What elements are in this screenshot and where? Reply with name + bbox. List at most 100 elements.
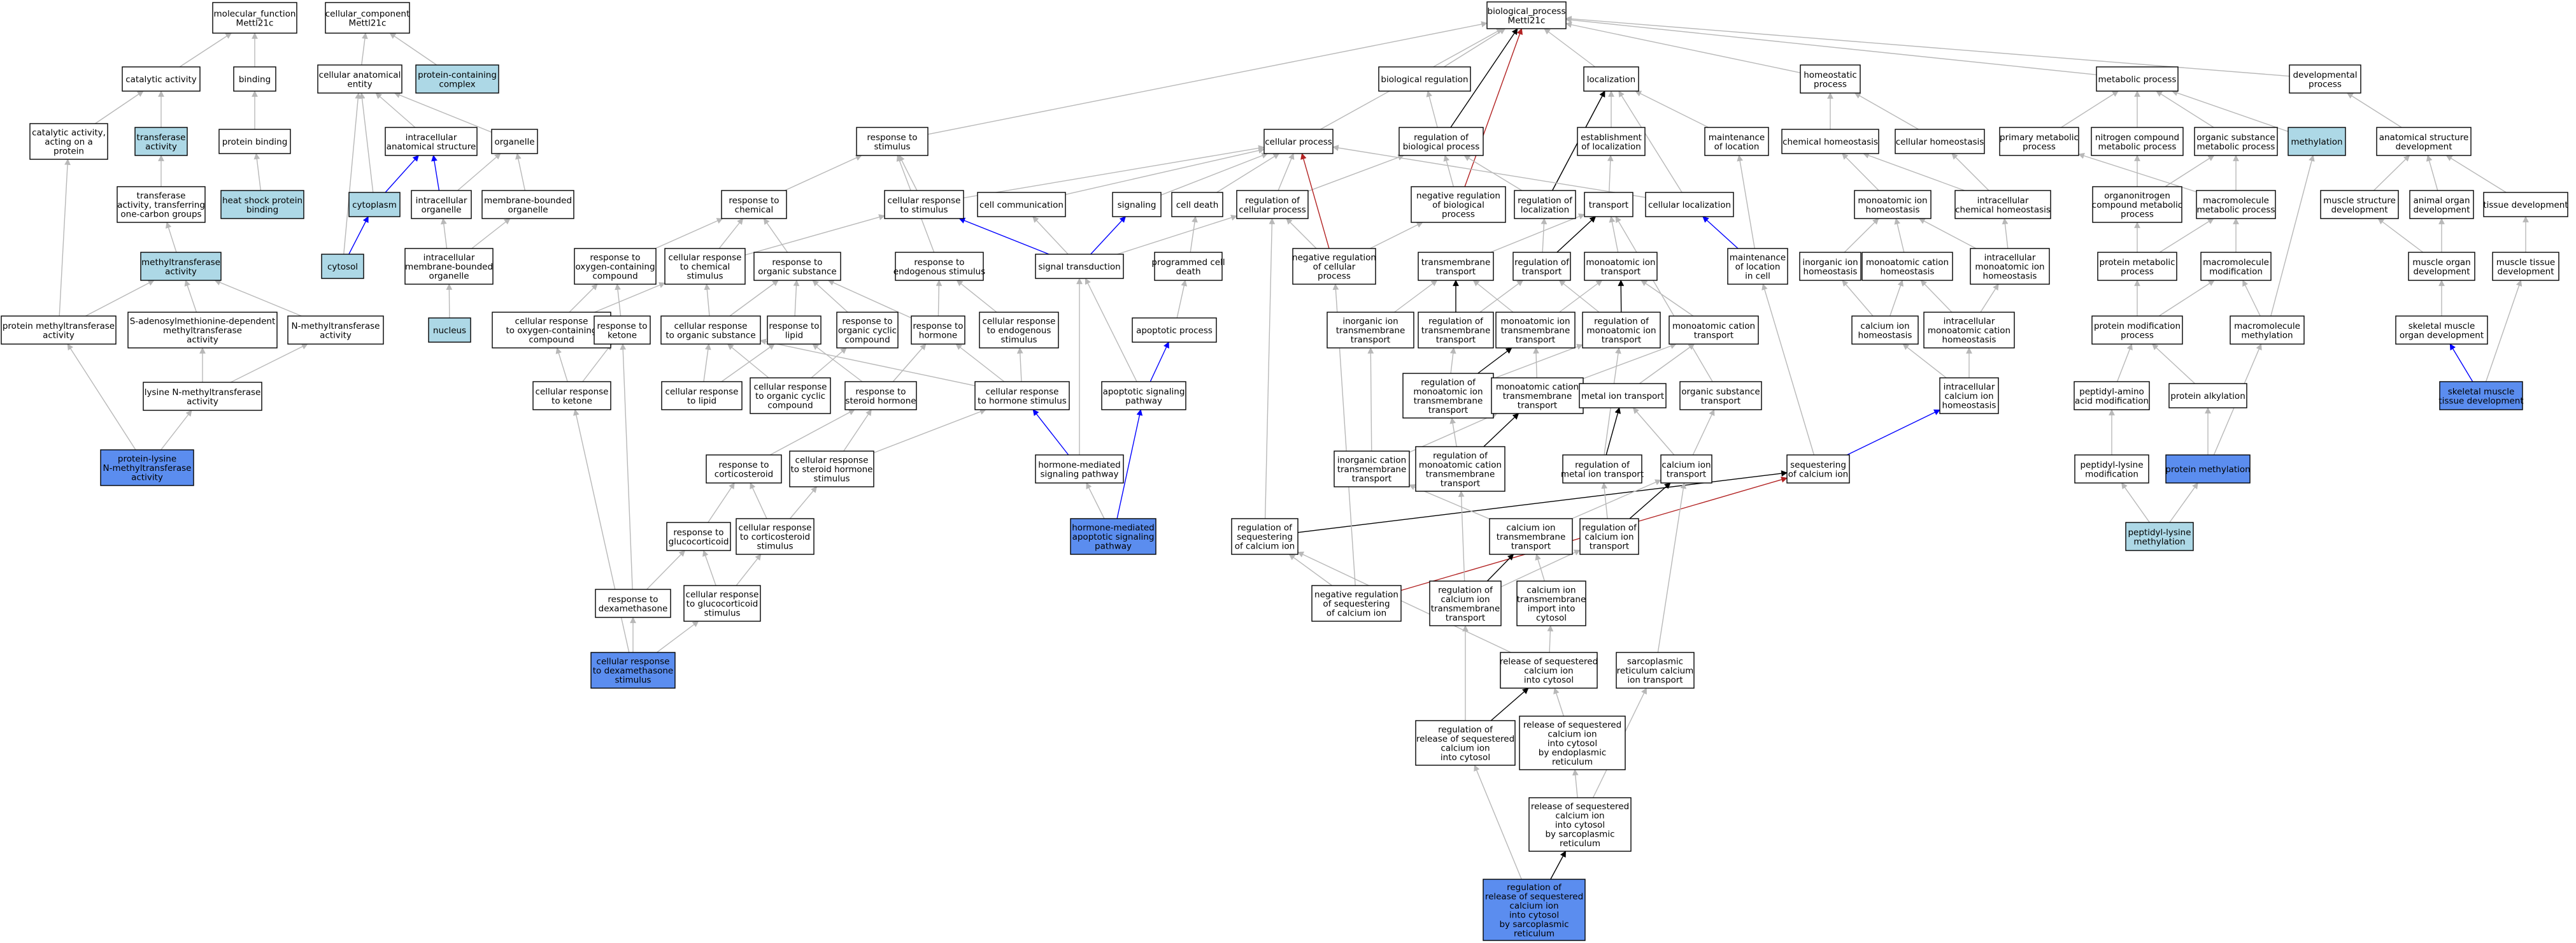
node-protmeth[interactable]: protein methylation xyxy=(2165,454,2251,484)
node-cellhomeo[interactable]: cellular homeostasis xyxy=(1895,129,1985,154)
node-transport[interactable]: transport xyxy=(1584,192,1633,217)
node-cellcomm[interactable]: cell communication xyxy=(977,192,1066,217)
node-chemhomeo[interactable]: chemical homeostasis xyxy=(1781,129,1879,154)
node-tisdev[interactable]: tissue development xyxy=(2483,192,2568,217)
node-localization[interactable]: localization xyxy=(1583,66,1639,92)
node-apoptotic[interactable]: apoptotic process xyxy=(1132,317,1217,343)
node-cellproc[interactable]: cellular process xyxy=(1263,129,1334,154)
node-cellloc[interactable]: cellular localization xyxy=(1645,192,1734,217)
node-samdep[interactable]: S-adenosylmethionine-dependentmethyltran… xyxy=(127,312,278,349)
node-binding[interactable]: binding xyxy=(233,66,276,92)
node-celldeath[interactable]: cell death xyxy=(1171,192,1223,217)
node-bioreg[interactable]: biological regulation xyxy=(1378,66,1471,92)
node-sigtrans[interactable]: signal transduction xyxy=(1035,254,1124,279)
node-cytoplasm[interactable]: cytoplasm xyxy=(348,192,401,217)
node-cytosol[interactable]: cytosol xyxy=(321,254,364,279)
node-methylation[interactable]: methylation xyxy=(2288,127,2346,156)
node-plnmt[interactable]: protein-lysineN-methyltransferaseactivit… xyxy=(100,449,194,486)
node-metab[interactable]: metabolic process xyxy=(2096,66,2179,92)
